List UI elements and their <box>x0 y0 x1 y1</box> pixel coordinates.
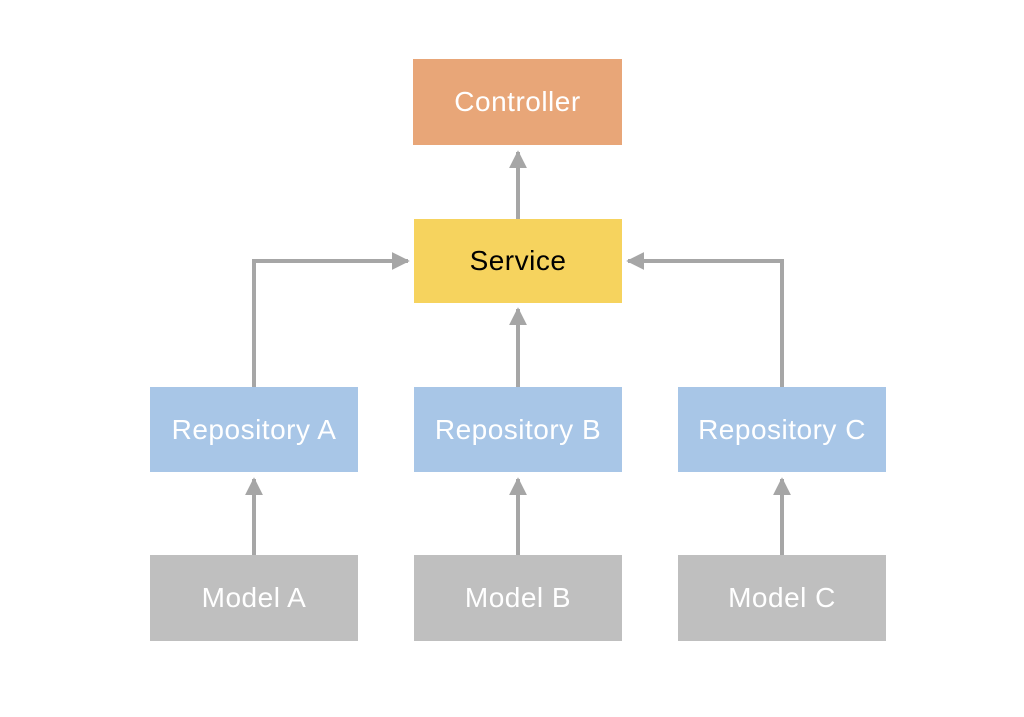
node-repository-a-label: Repository A <box>171 413 337 445</box>
node-controller: Controller <box>413 59 622 145</box>
arrow-repository-a-to-service <box>252 252 410 388</box>
node-repository-c-label: Repository C <box>698 413 866 445</box>
arrow-repository-c-to-service <box>626 252 784 388</box>
node-service: Service <box>414 219 622 303</box>
node-repository-b-label: Repository B <box>434 413 602 445</box>
node-model-a: Model A <box>150 555 358 641</box>
node-repository-b: Repository B <box>414 387 622 472</box>
node-controller-label: Controller <box>454 86 581 117</box>
node-repository-a: Repository A <box>150 387 358 472</box>
node-model-b: Model B <box>414 555 622 641</box>
node-model-a-label: Model A <box>201 582 307 613</box>
node-service-label: Service <box>469 245 567 276</box>
node-repository-c: Repository C <box>678 387 886 472</box>
node-model-c-label: Model C <box>728 582 836 613</box>
node-model-b-label: Model B <box>464 582 572 613</box>
node-model-c: Model C <box>678 555 886 641</box>
